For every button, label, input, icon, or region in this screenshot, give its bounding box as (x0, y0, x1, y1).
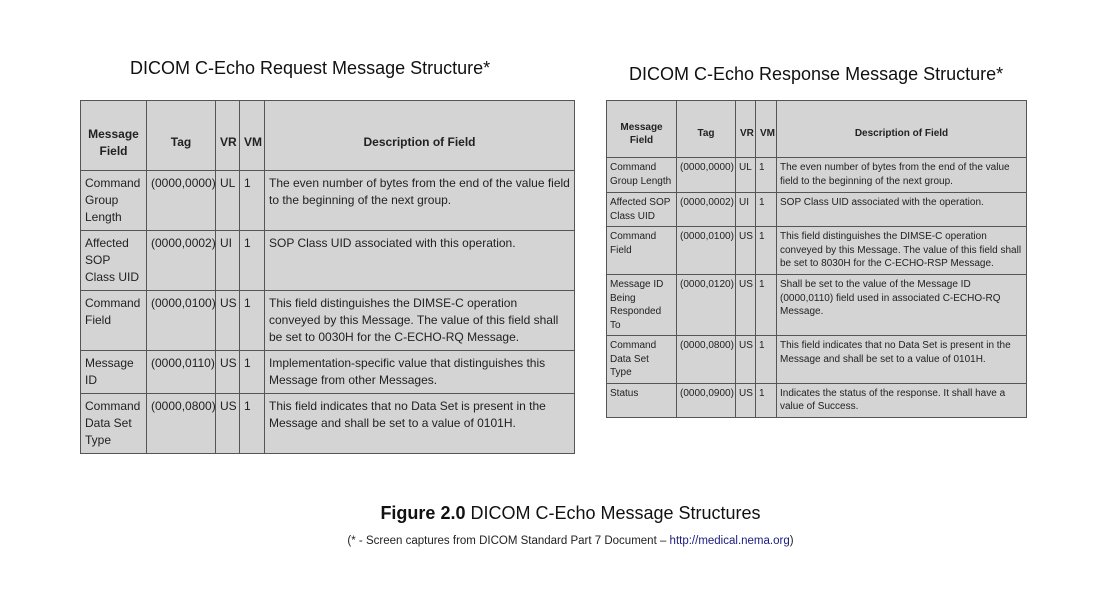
cell-description: The even number of bytes from the end of… (776, 157, 1027, 193)
cell-field: Command Group Length (606, 157, 677, 193)
source-note-prefix: (* - Screen captures from DICOM Standard… (347, 535, 670, 547)
cell-vm: 1 (755, 335, 777, 384)
column-header-vm: VM (755, 100, 777, 158)
table-row: Command Data Set Type (0000,0800) US 1 T… (606, 335, 1027, 384)
cell-vr: US (735, 335, 756, 384)
response-message-table: Message Field Tag VR VM Description of F… (606, 100, 1027, 418)
request-message-table: Message Field Tag VR VM Description of F… (80, 100, 575, 454)
cell-description: Indicates the status of the response. It… (776, 382, 1027, 418)
cell-tag: (0000,0800) (146, 393, 216, 454)
cell-description: This field distinguishes the DIMSE-C ope… (264, 290, 575, 351)
column-header-message-field: Message Field (80, 100, 147, 171)
cell-field: Command Data Set Type (606, 335, 677, 384)
cell-description: Implementation-specific value that disti… (264, 350, 575, 394)
cell-field: Message ID (80, 350, 147, 394)
cell-vr: UI (215, 230, 240, 291)
cell-vr: US (735, 274, 756, 336)
cell-vm: 1 (239, 290, 265, 351)
table-row: Command Data Set Type (0000,0800) US 1 T… (80, 393, 575, 454)
cell-vm: 1 (755, 382, 777, 418)
cell-field: Command Field (606, 226, 677, 275)
table-row: Command Group Length (0000,0000) UL 1 Th… (80, 170, 575, 231)
cell-vm: 1 (239, 230, 265, 291)
request-table-title: DICOM C-Echo Request Message Structure* (130, 58, 491, 78)
cell-description: SOP Class UID associated with this opera… (264, 230, 575, 291)
column-header-message-field: Message Field (606, 100, 677, 158)
cell-vr: UL (735, 157, 756, 193)
cell-description: SOP Class UID associated with the operat… (776, 192, 1027, 227)
cell-vr: US (735, 226, 756, 275)
response-table-title: DICOM C-Echo Response Message Structure* (629, 64, 1004, 84)
cell-vm: 1 (239, 170, 265, 231)
cell-description: This field indicates that no Data Set is… (776, 335, 1027, 384)
cell-field: Command Field (80, 290, 147, 351)
cell-vm: 1 (755, 192, 777, 227)
cell-vm: 1 (755, 274, 777, 336)
cell-description: The even number of bytes from the end of… (264, 170, 575, 231)
table-row: Status (0000,0900) US 1 Indicates the st… (606, 382, 1027, 418)
cell-vr: US (215, 393, 240, 454)
column-header-tag: Tag (146, 100, 216, 171)
cell-tag: (0000,0100) (146, 290, 216, 351)
cell-vm: 1 (755, 157, 777, 193)
table-header-row: Message Field Tag VR VM Description of F… (606, 100, 1027, 158)
cell-field: Status (606, 382, 677, 418)
cell-vr: UI (735, 192, 756, 227)
cell-field: Command Group Length (80, 170, 147, 231)
column-header-tag: Tag (676, 100, 736, 158)
column-header-vr: VR (735, 100, 756, 158)
figure-caption-text: DICOM C-Echo Message Structures (465, 503, 761, 523)
cell-description: This field distinguishes the DIMSE-C ope… (776, 226, 1027, 275)
cell-vm: 1 (239, 393, 265, 454)
table-row: Message ID Being Responded To (0000,0120… (606, 274, 1027, 336)
cell-field: Message ID Being Responded To (606, 274, 677, 336)
cell-vr: US (215, 290, 240, 351)
cell-tag: (0000,0100) (676, 226, 736, 275)
column-header-description: Description of Field (264, 100, 575, 171)
cell-description: This field indicates that no Data Set is… (264, 393, 575, 454)
figure-caption: Figure 2.0 DICOM C-Echo Message Structur… (0, 503, 1109, 524)
cell-tag: (0000,0000) (146, 170, 216, 231)
cell-vr: US (215, 350, 240, 394)
table-row: Command Group Length (0000,0000) UL 1 Th… (606, 157, 1027, 193)
column-header-vr: VR (215, 100, 240, 171)
cell-tag: (0000,0110) (146, 350, 216, 394)
cell-description: Shall be set to the value of the Message… (776, 274, 1027, 336)
cell-vm: 1 (755, 226, 777, 275)
nema-link[interactable]: http://medical.nema.org (669, 535, 790, 547)
cell-tag: (0000,0800) (676, 335, 736, 384)
cell-field: Command Data Set Type (80, 393, 147, 454)
figure-source-note: (* - Screen captures from DICOM Standard… (0, 535, 1109, 547)
cell-tag: (0000,0000) (676, 157, 736, 193)
table-row: Affected SOP Class UID (0000,0002) UI 1 … (606, 192, 1027, 227)
cell-tag: (0000,0120) (676, 274, 736, 336)
column-header-vm: VM (239, 100, 265, 171)
cell-vr: US (735, 382, 756, 418)
cell-tag: (0000,0002) (146, 230, 216, 291)
table-row: Command Field (0000,0100) US 1 This fiel… (80, 290, 575, 351)
table-row: Message ID (0000,0110) US 1 Implementati… (80, 350, 575, 394)
cell-field: Affected SOP Class UID (80, 230, 147, 291)
cell-tag: (0000,0002) (676, 192, 736, 227)
cell-vm: 1 (239, 350, 265, 394)
table-row: Affected SOP Class UID (0000,0002) UI 1 … (80, 230, 575, 291)
cell-field: Affected SOP Class UID (606, 192, 677, 227)
cell-vr: UL (215, 170, 240, 231)
cell-tag: (0000,0900) (676, 382, 736, 418)
figure-label: Figure 2.0 (380, 503, 466, 523)
table-row: Command Field (0000,0100) US 1 This fiel… (606, 226, 1027, 275)
source-note-suffix: ) (789, 535, 794, 547)
table-header-row: Message Field Tag VR VM Description of F… (80, 100, 575, 171)
column-header-description: Description of Field (776, 100, 1027, 158)
